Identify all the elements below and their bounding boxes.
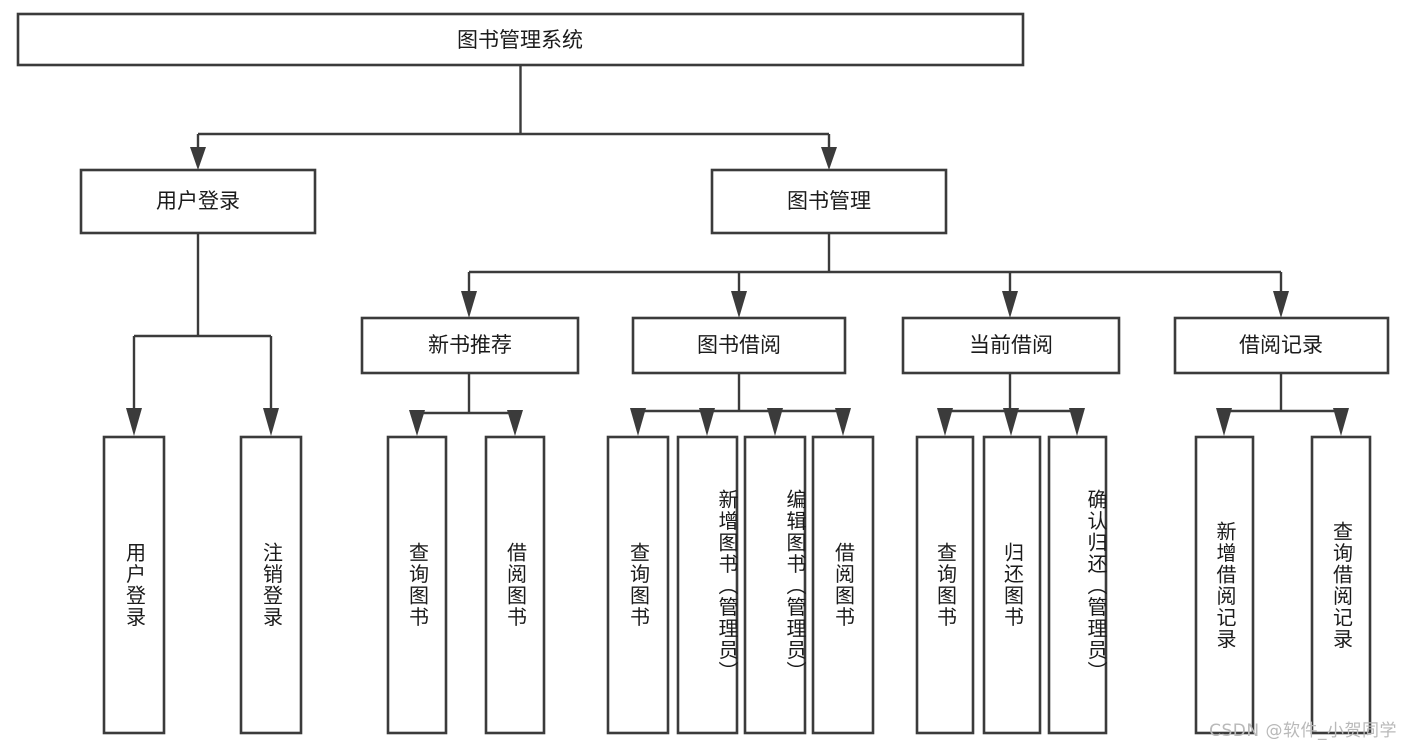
leaf-box-return-book[interactable] — [982, 435, 1042, 735]
node-box-root[interactable] — [16, 12, 1025, 67]
leaf-box-borrow-book[interactable] — [811, 435, 875, 735]
arrow-head-leaf-edit-book-admin — [767, 408, 783, 436]
node-label-root: 图书管理系统 — [457, 28, 583, 52]
watermark-credit: CSDN @软件_小贺同学 — [1209, 721, 1397, 741]
arrow-head-leaf-borrow-book-rec — [507, 410, 523, 436]
node-layer: 图书管理系统 用户登录 图书管理 新书推荐 图书借阅 当前借阅 借阅记录 — [16, 12, 1390, 735]
leaf-box-edit-book-admin[interactable] — [743, 435, 807, 735]
arrow-head-leaf-user-login — [126, 408, 142, 436]
arrow-head-leaf-query-book-borrow — [630, 408, 646, 436]
leaf-box-user-login[interactable] — [102, 435, 166, 735]
arrow-head-leaf-query-book-current — [937, 408, 953, 436]
node-label-user-login: 用户登录 — [156, 189, 240, 213]
leaf-box-add-book-admin[interactable] — [676, 435, 739, 735]
leaf-box-query-book-rec[interactable] — [386, 435, 448, 735]
leaf-box-query-book-borrow[interactable] — [606, 435, 670, 735]
node-label-current-borrow: 当前借阅 — [969, 333, 1053, 357]
arrow-head-current-borrow — [1002, 291, 1018, 318]
arrow-head-new-book-rec — [461, 291, 477, 318]
leaf-box-group — [102, 435, 1372, 735]
leaf-box-logout[interactable] — [239, 435, 303, 735]
leaf-box-confirm-return[interactable] — [1047, 435, 1108, 735]
node-box-current-borrow[interactable] — [901, 316, 1121, 375]
node-box-new-book-rec[interactable] — [360, 316, 580, 375]
leaf-box-query-book-current[interactable] — [915, 435, 975, 735]
node-box-book-mgmt[interactable] — [710, 168, 948, 235]
node-box-book-borrow[interactable] — [631, 316, 847, 375]
arrow-head-leaf-query-borrow-record — [1333, 408, 1349, 436]
node-label-book-mgmt: 图书管理 — [787, 189, 871, 213]
node-label-book-borrow: 图书借阅 — [697, 333, 781, 357]
arrow-head-leaf-add-book-admin — [699, 408, 715, 436]
arrow-head-book-borrow — [731, 291, 747, 318]
arrow-head-book-mgmt — [821, 147, 837, 170]
node-label-new-book-rec: 新书推荐 — [428, 333, 512, 357]
arrow-head-leaf-confirm-return — [1069, 408, 1085, 436]
leaf-box-add-borrow-record[interactable] — [1194, 435, 1255, 735]
arrow-head-user-login — [190, 147, 206, 170]
node-label-borrow-record: 借阅记录 — [1239, 333, 1323, 357]
arrow-head-leaf-query-book-rec — [409, 410, 425, 436]
arrow-head-borrow-record — [1273, 291, 1289, 318]
leaf-box-query-borrow-record[interactable] — [1310, 435, 1372, 735]
node-box-borrow-record[interactable] — [1173, 316, 1390, 375]
arrow-head-leaf-borrow-book — [835, 408, 851, 436]
connector-layer — [126, 65, 1349, 436]
arrow-head-leaf-add-borrow-record — [1216, 408, 1232, 436]
arrow-head-leaf-return-book — [1003, 408, 1019, 436]
arrow-head-leaf-logout — [263, 408, 279, 436]
node-box-user-login[interactable] — [79, 168, 317, 235]
leaf-box-borrow-book-rec[interactable] — [484, 435, 546, 735]
